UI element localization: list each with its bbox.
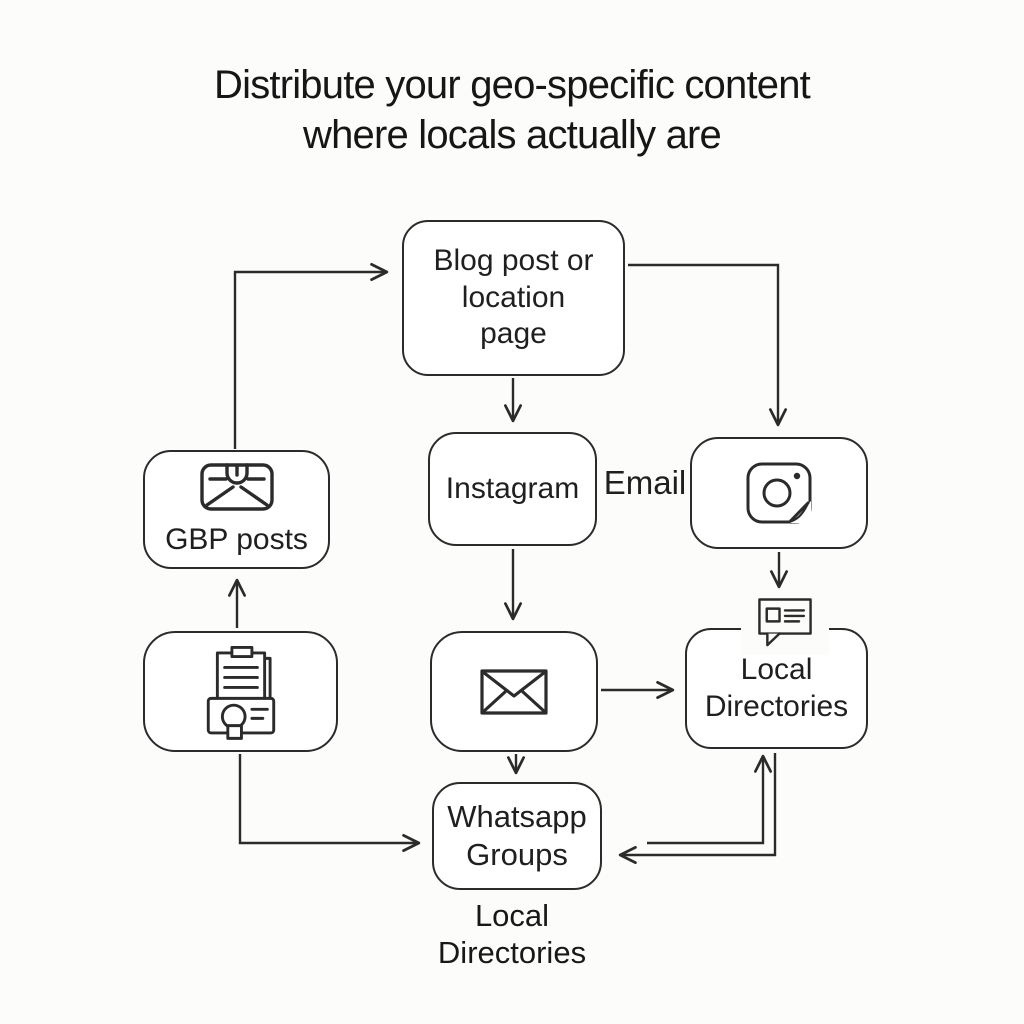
node-photo-channel	[690, 437, 868, 549]
document-archive-icon	[195, 642, 287, 742]
whatsapp-groups-label-line2: Groups	[466, 837, 568, 872]
whatsapp-groups-label-line1: Whatsapp	[447, 799, 587, 835]
node-instagram: Instagram	[428, 432, 597, 546]
envelope-icon	[479, 668, 549, 716]
node-email-channel	[430, 631, 598, 752]
blog-post-label: Blog post or location page	[433, 244, 594, 351]
listing-bubble-icon	[741, 597, 829, 655]
caption-line-1: Local	[474, 898, 550, 933]
instagram-camera-icon	[745, 461, 813, 525]
caption-line-2: Directories	[437, 934, 587, 970]
node-document-archive	[143, 631, 338, 752]
node-gbp-posts: GBP posts	[143, 450, 330, 569]
whatsapp-caption: Local Directories	[402, 898, 622, 971]
instagram-label: Instagram	[445, 471, 580, 505]
node-whatsapp-groups: Whatsapp Groups	[432, 782, 602, 890]
page-title: Distribute your geo-specific content whe…	[0, 60, 1024, 161]
title-line-2: where locals actually are	[303, 113, 722, 158]
node-blog-post: Blog post or location page	[402, 220, 625, 376]
title-line-1: Distribute your geo-specific content	[214, 63, 811, 107]
local-directories-label-line1: Local	[740, 652, 813, 686]
gbp-posts-label: GBP posts	[165, 523, 308, 557]
map-pin-envelope-icon	[199, 460, 275, 512]
local-directories-label-line2: Directories	[704, 689, 849, 723]
email-label: Email	[603, 464, 687, 501]
